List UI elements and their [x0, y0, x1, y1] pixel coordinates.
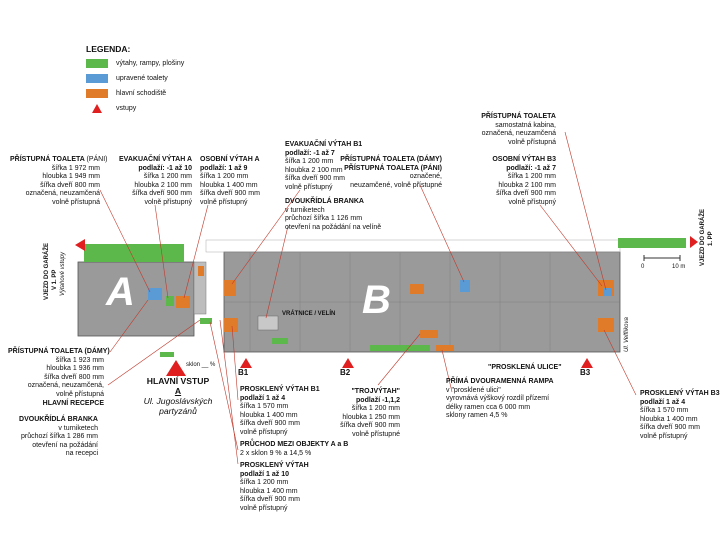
annotation-toilet-b3: PŘÍSTUPNÁ TOALETA samostatná kabina, ozn… [481, 113, 556, 146]
entry-b2-triangle [342, 358, 354, 368]
annotation-toilet-men-a: PŘÍSTUPNÁ TOALETA (PÁNI) šířka 1 972 mm … [10, 156, 108, 206]
ramp-a-entry [160, 352, 174, 357]
building-a-label: A [106, 270, 135, 314]
glass-street-label: "PROSKLENÁ ULICE" [488, 364, 562, 371]
annotation-personal-lift-b3: OSOBNÍ VÝTAH B3 podlaží: -1 až 7 šířka 1… [492, 156, 556, 206]
garage-left-label: VJEZD DO GARÁŽE [44, 242, 50, 300]
slope-label: sklon __ % [186, 362, 216, 368]
legend-label: hlavní schodiště [116, 89, 167, 97]
entry-b1-triangle [240, 358, 252, 368]
stairs-b1 [224, 280, 236, 296]
garage-left-label3: Výtahové vstupy [60, 251, 66, 296]
building-b-label: B [362, 278, 391, 322]
street-b-label: Ul. Velflíkova [624, 317, 630, 352]
legend-swatch-green [86, 58, 108, 68]
legend-swatch-blue [86, 73, 108, 83]
lift-a [166, 296, 174, 306]
lift-a-glass [200, 318, 212, 324]
stairs-ramp [436, 345, 454, 351]
building-a [77, 261, 195, 337]
entry-garage-right [690, 236, 698, 248]
annotation-evac-lift-a: EVAKUAČNÍ VÝTAH A podlaží: -1 až 10 šířk… [119, 156, 192, 206]
annotation-double-gate-a: DVOUKŘÍDLÁ BRANKA v turniketech průchozí… [19, 416, 98, 458]
entry-triangle-icon [86, 103, 108, 113]
legend-item-entries: vstupy [86, 103, 136, 113]
garage-ramp-right [618, 238, 686, 248]
gatehouse [257, 315, 279, 331]
annotation-ramp: PŘÍMÁ DVOURAMENNÁ RAMPA v "prosklené uli… [446, 378, 554, 420]
garage-left-label2: V 1. PP [52, 269, 58, 290]
legend-item-lifts: výtahy, rampy, plošiny [86, 58, 184, 68]
ramp-a-green [84, 244, 184, 262]
entry-b3-label: B3 [580, 368, 591, 377]
entry-b2-label: B2 [340, 368, 351, 377]
gatehouse-label: VRÁTNICE / VELÍN [282, 311, 336, 317]
entry-b3-triangle [581, 358, 593, 368]
stairs-a2 [198, 266, 204, 276]
legend-label: vstupy [116, 104, 137, 112]
stairs-b2 [410, 284, 424, 294]
entry-b1-label: B1 [238, 368, 249, 377]
annotation-passage-ab: PRŮCHOD MEZI OBJEKTY A a B 2 x sklon 9 %… [240, 441, 349, 457]
toilet-b [460, 280, 470, 292]
annotation-personal-lift-a: OSOBNÍ VÝTAH A podlaží: 1 až 9 šířka 1 2… [200, 156, 260, 206]
stairs-b1-2 [224, 318, 238, 332]
scale-ten: 10 m [672, 264, 686, 270]
legend-label: upravené toalety [116, 74, 168, 82]
legend-swatch-orange [86, 88, 108, 98]
annotation-toilet-b: PŘÍSTUPNÁ TOALETA (DÁMY) PŘÍSTUPNÁ TOALE… [340, 156, 442, 189]
annotation-evac-lift-b1: EVAKUAČNÍ VÝTAH B1 podlaží: -1 až 7 šířk… [285, 141, 363, 191]
annotation-trojvytah: "TROJVÝTAH" podlaží -1,1,2 šířka 1 200 m… [340, 388, 400, 438]
stairs-a [176, 296, 190, 308]
garage-right-label: VJEZD DO GARÁŽE [700, 208, 706, 266]
annotation-glass-lift-b3: PROSKLENÝ VÝTAH B3 podlaží 1 až 4 šířka … [640, 390, 720, 440]
annotation-toilet-women-a: PŘÍSTUPNÁ TOALETA (DÁMY) šířka 1 923 mm … [8, 348, 110, 407]
legend-title: LEGENDA: [86, 44, 131, 54]
garage-right-label2: 1. PP [708, 231, 714, 246]
stairs-b2-2 [420, 330, 438, 338]
entry-garage-left [75, 239, 85, 251]
annotation-glass-lift: PROSKLENÝ VÝTAH podlaží 1 až 10 šířka 1 … [240, 462, 309, 512]
entry-a-triangle [166, 360, 186, 376]
legend-item-stairs: hlavní schodiště [86, 88, 166, 98]
main-entrance-label: HLAVNÍ VSTUP A Ul. Jugoslávských partyzá… [143, 376, 213, 416]
annotation-double-gate: DVOUKŘÍDLÁ BRANKA v turniketech průchozí… [285, 198, 382, 231]
lift-b1-glass [272, 338, 288, 344]
ramp-b [370, 345, 430, 351]
stairs-b3-2 [598, 318, 614, 332]
annotation-glass-lift-b1: PROSKLENÝ VÝTAH B1 podlaží 1 až 4 šířka … [240, 386, 320, 436]
scale-zero: 0 [641, 264, 645, 270]
toilet-b3 [604, 288, 612, 296]
legend-item-toilets: upravené toalety [86, 73, 168, 83]
legend-label: výtahy, rampy, plošiny [116, 59, 185, 67]
toilet-a-men [148, 288, 162, 300]
